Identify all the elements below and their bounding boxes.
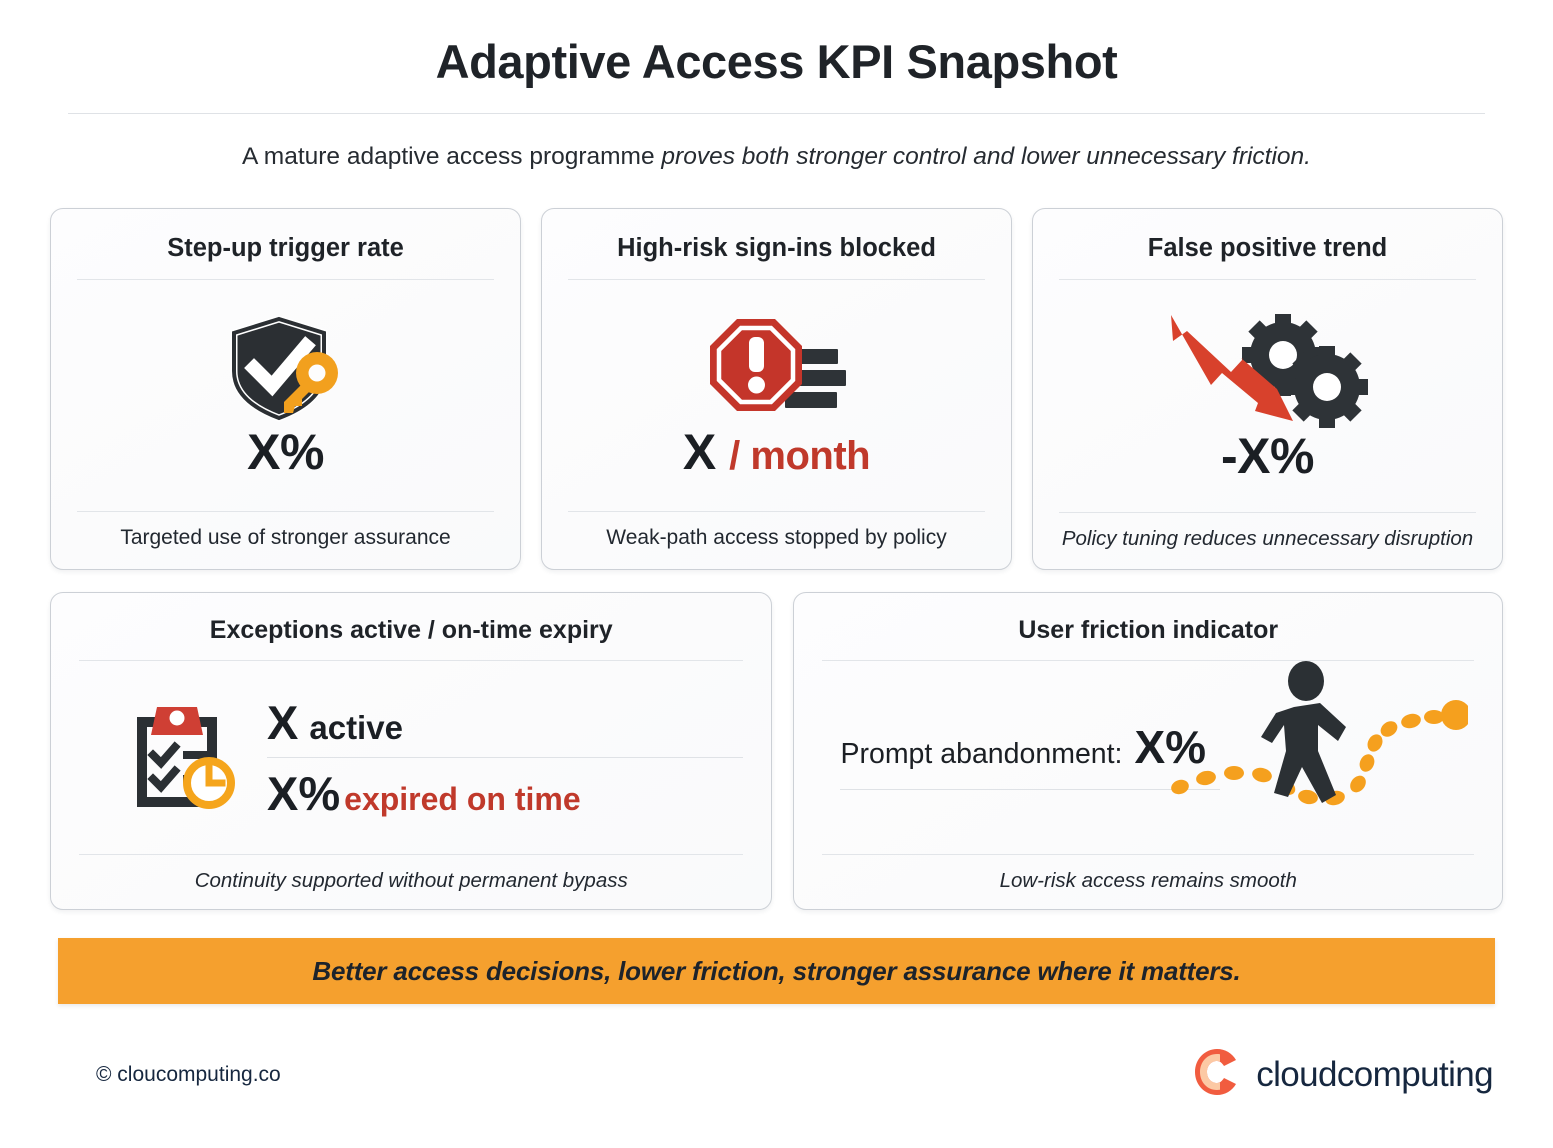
card-caption: Targeted use of stronger assurance <box>120 526 451 550</box>
subtitle-emphasis: proves both stronger control and lower u… <box>661 143 1311 171</box>
metric-rows: X active X% expired on time <box>267 693 744 822</box>
metric-block: Prompt abandonment: X% <box>822 724 1242 791</box>
brand-name: cloudcomputing <box>1256 1054 1493 1094</box>
card-caption: Weak-path access stopped by policy <box>606 526 947 550</box>
card-metric-value: X <box>682 424 716 481</box>
expired-label: expired on time <box>344 780 581 817</box>
card-divider-bottom <box>77 511 494 513</box>
metric-row-active: X active <box>267 693 743 757</box>
card-title: Exceptions active / on-time expiry <box>209 616 613 645</box>
footer: © cloucomputing.co cloudcomputing <box>0 1004 1553 1103</box>
card-title: False positive trend <box>1147 234 1388 263</box>
stop-sign-alert-icon <box>703 313 851 425</box>
kpi-card-row-bottom: Exceptions active / on-time expiry <box>0 570 1553 911</box>
prompt-abandonment-label: Prompt abandonment: <box>840 738 1123 771</box>
card-body: Prompt abandonment: X% <box>822 661 1474 853</box>
walking-person-path-icon <box>1168 655 1471 820</box>
copyright-text: © cloucomputing.co <box>96 1062 281 1086</box>
active-count: X <box>267 695 299 749</box>
clipboard-clock-icon <box>123 701 245 813</box>
metric-row-expired: X% expired on time <box>267 758 743 822</box>
card-caption: Continuity supported without permanent b… <box>194 868 628 892</box>
banner-text: Better access decisions, lower friction,… <box>312 955 1241 986</box>
expired-percent: X% <box>267 766 341 820</box>
card-divider-top <box>77 278 494 280</box>
page-title: Adaptive Access KPI Snapshot <box>435 35 1118 88</box>
card-divider-bottom <box>1059 511 1476 513</box>
card-body: X% <box>77 280 494 511</box>
card-divider-top <box>568 278 985 280</box>
kpi-card-exceptions-active: Exceptions active / on-time expiry <box>50 592 773 911</box>
card-caption: Policy tuning reduces unnecessary disrup… <box>1061 526 1474 550</box>
card-divider-top <box>79 660 744 662</box>
card-metric: X% <box>247 424 324 481</box>
card-body: -X% <box>1059 280 1476 512</box>
card-metric: X / month <box>682 424 871 481</box>
card-divider-bottom <box>79 853 744 855</box>
card-divider-bottom <box>568 511 985 513</box>
card-body: X / month <box>568 280 985 511</box>
kpi-card-row-top: Step-up trigger rate X% <box>0 173 1553 571</box>
card-title: User friction indicator <box>1018 616 1279 645</box>
kpi-card-high-risk-signins-blocked: High-risk sign-ins blocked <box>541 208 1012 571</box>
metric-underline <box>840 789 1221 791</box>
shield-check-key-icon <box>227 313 345 425</box>
kpi-card-user-friction-indicator: User friction indicator Prompt abandonme… <box>793 592 1503 911</box>
subtitle-plain: A mature adaptive access programme <box>241 143 662 171</box>
down-arrow-gears-icon <box>1165 311 1370 429</box>
card-caption: Low-risk access remains smooth <box>999 868 1297 892</box>
card-metric-unit: / month <box>729 434 871 479</box>
card-metric: -X% <box>1221 427 1314 484</box>
prompt-abandonment-value: X% <box>1134 721 1207 774</box>
brand-logo: cloudcomputing <box>1191 1046 1494 1103</box>
header: Adaptive Access KPI Snapshot A mature ad… <box>0 0 1553 173</box>
page-subtitle: A mature adaptive access programme prove… <box>60 141 1493 173</box>
summary-banner: Better access decisions, lower friction,… <box>58 938 1495 1005</box>
card-divider-bottom <box>822 853 1474 855</box>
kpi-card-false-positive-trend: False positive trend <box>1032 208 1503 571</box>
active-label: active <box>309 708 403 746</box>
title-divider <box>68 113 1485 115</box>
kpi-card-step-up-trigger-rate: Step-up trigger rate X% <box>50 208 521 571</box>
card-divider-top <box>1059 278 1476 280</box>
cloudcomputing-c-mark-icon <box>1191 1046 1243 1103</box>
metric-row-divider <box>267 756 744 758</box>
card-title: High-risk sign-ins blocked <box>617 234 936 263</box>
metric-line: Prompt abandonment: X% <box>840 724 1242 771</box>
card-title: Step-up trigger rate <box>167 234 404 263</box>
card-divider-top <box>822 660 1474 662</box>
card-body: X active X% expired on time <box>79 661 744 853</box>
